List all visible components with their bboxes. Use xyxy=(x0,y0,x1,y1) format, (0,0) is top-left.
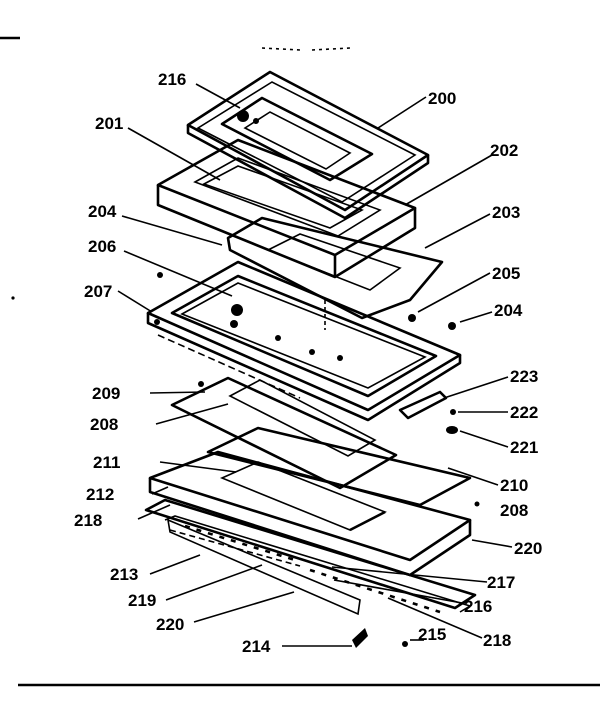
scan-dot xyxy=(11,296,15,300)
leader-lines xyxy=(117,83,513,647)
callout-213: 213 xyxy=(110,565,138,584)
callout-204-right: 204 xyxy=(494,301,523,320)
callout-209: 209 xyxy=(92,384,120,403)
part-208-gasket xyxy=(170,376,398,490)
callout-206: 206 xyxy=(88,237,116,256)
callout-221: 221 xyxy=(510,438,538,457)
callout-220-right: 220 xyxy=(514,539,542,558)
callout-205: 205 xyxy=(492,264,520,283)
part-200-door-frame xyxy=(186,70,430,220)
callout-211: 211 xyxy=(93,453,120,472)
callout-203: 203 xyxy=(492,203,520,222)
callout-labels: 216 200 201 202 204 203 206 205 207 204 … xyxy=(74,70,542,656)
callout-214: 214 xyxy=(242,637,271,656)
callout-220-bottom: 220 xyxy=(156,615,184,634)
callout-202: 202 xyxy=(490,141,518,160)
callout-218-left: 218 xyxy=(74,511,102,530)
callout-200: 200 xyxy=(428,89,456,108)
callout-204-left: 204 xyxy=(88,202,117,221)
callout-218-right: 218 xyxy=(483,631,511,650)
callout-208-left: 208 xyxy=(90,415,118,434)
callout-207: 207 xyxy=(84,282,112,301)
callout-210: 210 xyxy=(500,476,528,495)
hardware-screws xyxy=(157,272,480,647)
callout-215: 215 xyxy=(418,625,446,644)
callout-219: 219 xyxy=(128,591,156,610)
part-213-handle xyxy=(144,498,477,614)
part-207-door-liner xyxy=(146,260,462,422)
callout-217: 217 xyxy=(487,573,515,592)
scan-mark xyxy=(261,47,351,51)
callout-201: 201 xyxy=(95,114,123,133)
callout-216-bottom: 216 xyxy=(464,597,492,616)
callout-216-top: 216 xyxy=(158,70,186,89)
callout-212: 212 xyxy=(86,485,114,504)
part-203-insulation xyxy=(226,216,444,320)
callout-223: 223 xyxy=(510,367,538,386)
part-214-trim xyxy=(166,518,368,648)
callout-208-right: 208 xyxy=(500,501,528,520)
callout-222: 222 xyxy=(510,403,538,422)
